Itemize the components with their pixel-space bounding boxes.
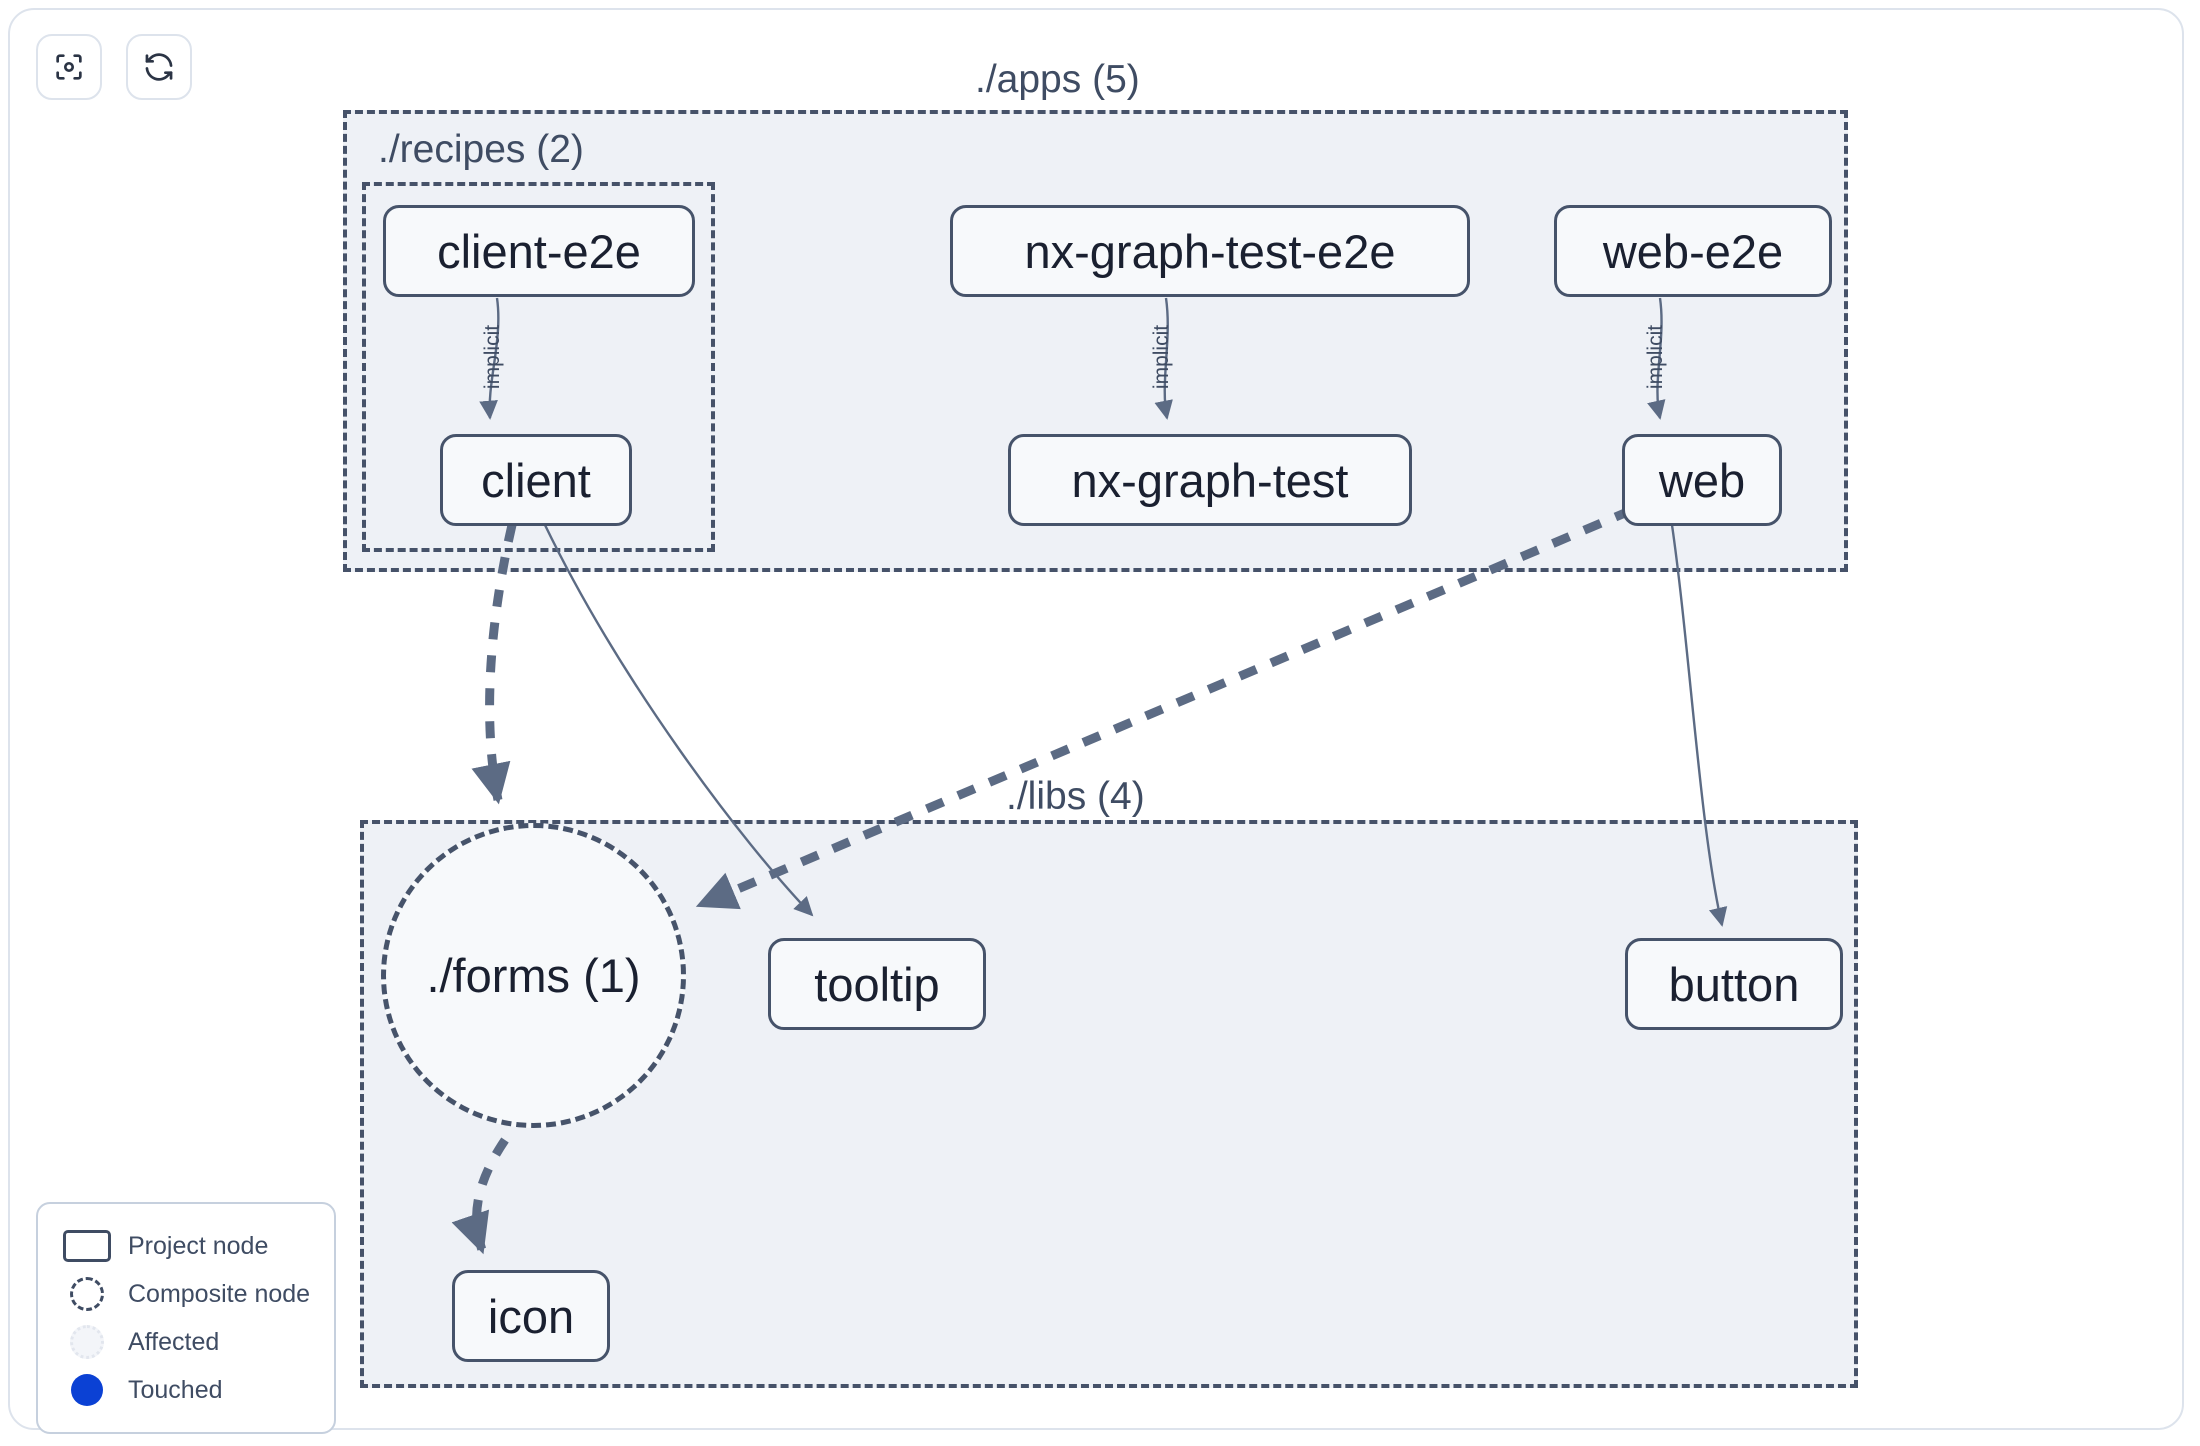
edge-label-client-e2e-implicit: implicit <box>481 324 505 390</box>
node-forms[interactable]: ./forms (1) <box>381 823 686 1128</box>
node-icon[interactable]: icon <box>452 1270 610 1362</box>
edge-web-e2e-to-web <box>1647 297 1666 420</box>
node-web-e2e[interactable]: web-e2e <box>1554 205 1832 297</box>
node-client[interactable]: client <box>440 434 632 526</box>
graph-toolbar <box>36 34 192 100</box>
node-client-e2e[interactable]: client-e2e <box>383 205 695 297</box>
node-label: icon <box>487 1289 575 1343</box>
edge-label-web-e2e-implicit: implicit <box>1644 324 1668 390</box>
node-label: nx-graph-test <box>1071 453 1349 507</box>
node-label: button <box>1668 957 1800 1011</box>
project-node-swatch <box>60 1230 114 1262</box>
group-label-libs: ./libs (4) <box>1006 775 1145 818</box>
focus-graph-button[interactable] <box>36 34 102 100</box>
legend-item-affected: Affected <box>60 1318 314 1366</box>
edge-forms-to-icon <box>451 1137 509 1255</box>
node-label: client-e2e <box>437 224 641 278</box>
legend-item-touched: Touched <box>60 1366 314 1414</box>
node-label: nx-graph-test-e2e <box>1024 224 1396 278</box>
group-label-recipes: ./recipes (2) <box>378 128 584 171</box>
node-nx-graph-test[interactable]: nx-graph-test <box>1008 434 1412 526</box>
legend-label: Project node <box>128 1231 269 1260</box>
node-button[interactable]: button <box>1625 938 1843 1030</box>
node-web[interactable]: web <box>1622 434 1782 526</box>
refresh-icon <box>142 50 176 84</box>
node-nx-graph-test-e2e[interactable]: nx-graph-test-e2e <box>950 205 1470 297</box>
affected-swatch <box>60 1325 114 1359</box>
scan-target-icon <box>52 50 86 84</box>
node-label: ./forms (1) <box>426 949 641 1002</box>
edge-label-nx-graph-test-e2e-implicit: implicit <box>1150 324 1174 390</box>
edge-web-to-button <box>1670 524 1728 927</box>
touched-swatch <box>60 1374 114 1406</box>
group-label-apps: ./apps (5) <box>975 58 1140 101</box>
legend-label: Affected <box>128 1327 220 1356</box>
node-label: web <box>1658 453 1746 507</box>
edge-client-to-forms <box>471 523 517 805</box>
edge-client-to-tooltip <box>543 524 814 917</box>
legend-label: Touched <box>128 1375 223 1404</box>
edge-nx-graph-test-e2e-to-nx-graph-test <box>1154 297 1173 420</box>
legend-label: Composite node <box>128 1279 311 1308</box>
graph-legend: Project node Composite node Affected Tou… <box>36 1202 336 1434</box>
legend-item-composite-node: Composite node <box>60 1270 314 1318</box>
refresh-graph-button[interactable] <box>126 34 192 100</box>
node-tooltip[interactable]: tooltip <box>768 938 986 1030</box>
node-label: tooltip <box>814 957 940 1011</box>
edge-client-e2e-to-client <box>479 297 500 420</box>
composite-node-swatch <box>60 1277 114 1311</box>
node-label: client <box>481 453 591 507</box>
legend-item-project-node: Project node <box>60 1222 314 1270</box>
edge-web-to-forms <box>695 505 1634 910</box>
node-label: web-e2e <box>1602 224 1784 278</box>
